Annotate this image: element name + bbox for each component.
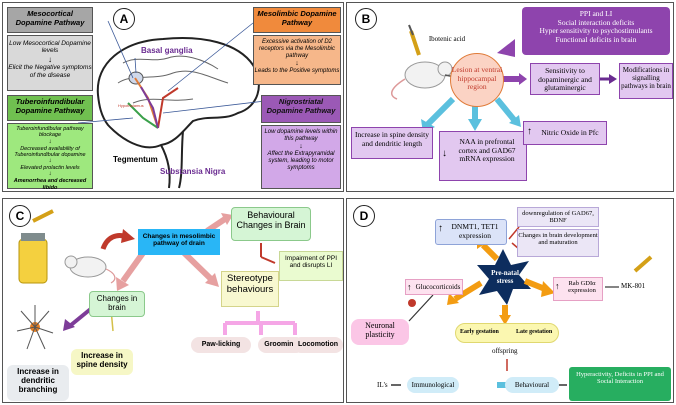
sensitivity-box: Sensitivity to dopaminergic and glutamin… xyxy=(530,63,600,95)
mesocortical-line-2: Elicit the Negative symptoms of the dise… xyxy=(8,64,92,79)
neuronal-plasticity-box: Neuronal plasticity xyxy=(351,319,409,345)
panel-c-label: C xyxy=(9,205,31,227)
rab-text: Rab GDIα expression xyxy=(568,280,596,295)
downreg-box: downregulation of GAD67, BDNF xyxy=(517,207,599,227)
immunological-box: Immunological xyxy=(407,377,459,393)
glucocorticoids-text: Glucocorticoids xyxy=(415,283,461,291)
late-gestation-label: Late gestation xyxy=(516,329,553,335)
down-arrow-icon: ↓ xyxy=(48,158,52,165)
substantia-nigra-label: Substansia Nigra xyxy=(160,167,226,176)
down-arrow-icon: ↓ xyxy=(299,142,303,150)
tubero-line-3: Elevated prolactin levels xyxy=(20,165,80,172)
naa-text: NAA in prefrontal cortex and GAD67 mRNA … xyxy=(458,137,516,164)
deficit-item: PPI and LI xyxy=(579,9,613,18)
mesolimbic-title: Mesolimbic Dopamine Pathway xyxy=(253,7,341,33)
brain-illustration xyxy=(77,20,266,189)
panel-d-label: D xyxy=(353,205,375,227)
spine-density-box: Increase in spine density xyxy=(71,349,133,375)
offspring-label: offspring xyxy=(492,347,518,355)
up-arrow-icon: ↑ xyxy=(527,126,532,137)
changes-brain-box: Changes in brain xyxy=(89,291,145,317)
nitric-box: ↑ Nitric Oxide in Pfc xyxy=(523,121,607,145)
down-arrow-icon: ↓ xyxy=(48,171,52,178)
panel-a-label: A xyxy=(113,8,135,30)
behavioural-box: Behavioural xyxy=(505,377,559,393)
lesion-node: Lesion at ventral hippocampal region xyxy=(450,53,504,107)
spine-density-box: Increase in spine density and dendritic … xyxy=(351,127,433,159)
stereo-item: Locomotion xyxy=(293,337,343,353)
tubero-title: Tuberoinfundibular Dopamine Pathway xyxy=(7,95,93,121)
stereo-item: Grooming xyxy=(258,337,304,353)
mesocortical-box: Low Mesocortical Dopamine levels ↓ Elici… xyxy=(7,35,93,91)
down-arrow-icon: ↓ xyxy=(48,54,52,64)
gestation-bar: Early gestation Late gestation xyxy=(455,323,559,343)
glucocorticoids-box: ↑ Glucocorticoids xyxy=(405,279,463,295)
panel-c: C Changes in mesolimbic pathway of drain xyxy=(2,198,344,403)
naa-box: ↓ NAA in prefrontal cortex and GAD67 mRN… xyxy=(439,131,527,181)
stereo-item: Paw-licking xyxy=(191,337,251,353)
hypothalamus-label: Hypothalamus xyxy=(118,103,144,108)
tubero-line-2: Decreased availability of Tuberoinfundib… xyxy=(14,145,86,158)
early-gestation-label: Early gestation xyxy=(460,329,499,335)
deficit-item: Functional deficits in brain xyxy=(555,34,637,44)
down-arrow-icon: ↓ xyxy=(48,138,52,145)
mesolimbic-line-1: Excessive activation of D2 receptors via… xyxy=(258,39,336,59)
changes-meso-box: Changes in mesolimbic pathway of drain xyxy=(138,229,220,255)
ils-label: IL's xyxy=(377,381,388,389)
tubero-box: Tuberoinfundibular pathway blockage ↓ De… xyxy=(7,123,93,191)
stereotype-box: Stereotype behaviours xyxy=(221,271,279,307)
ibotenic-label: Ibotenic acid xyxy=(428,35,466,43)
tubero-line-4: Amenorrhea and decreased libido xyxy=(13,178,87,191)
down-arrow-icon: ↓ xyxy=(442,148,447,159)
mesocortical-line-1: Low Mesocortical Dopamine levels xyxy=(9,40,91,55)
nigro-title: Nigrostriatal Dopamine Pathway xyxy=(261,95,341,123)
mesocortical-title: Mesocortical Dopamine Pathway xyxy=(7,7,93,33)
dendritic-box: Increase in dendritic branching xyxy=(7,365,69,401)
deficit-item: Hyper sensitivity to psychostimulants xyxy=(539,26,653,36)
panel-b-label: B xyxy=(355,8,377,30)
basal-ganglia-label: Basal ganglia xyxy=(141,46,193,55)
up-arrow-icon: ↑ xyxy=(555,281,560,291)
mesolimbic-box: Excessive activation of D2 receptors via… xyxy=(253,35,341,85)
tubero-line-1: Tuberoinfundibular pathway blockage xyxy=(16,126,84,139)
impairment-box: Impairment of PPI and disrupts LI xyxy=(279,251,343,281)
dnmt-box: ↑ DNMT1, TET1 expression xyxy=(435,219,507,245)
pre-natal-stress-label: Pre-natal stress xyxy=(491,269,519,286)
tegmentum-label: Tegmentum xyxy=(113,155,158,164)
modifications-box: Modifications in signalling pathways in … xyxy=(619,63,673,99)
nigro-line-1: Low dopamine levels within this pathway xyxy=(264,129,338,142)
deficit-item: Social interaction deficits xyxy=(557,17,635,27)
panel-d: D Pre-natal stress ↑ DNMT1, TET1 express… xyxy=(346,198,674,403)
panel-a: A Mesocortical Dopamine Pathway Low Meso… xyxy=(2,2,344,192)
deficits-box: PPI and LI Social interaction deficits H… xyxy=(522,7,670,55)
down-arrow-icon: ↓ xyxy=(295,59,299,67)
mesolimbic-line-2: Leads to the Positive symptoms xyxy=(254,67,340,74)
hyperactivity-box: Hyperactivity, Deficits in PPI and Socia… xyxy=(569,367,671,401)
mk801-label: MK-801 xyxy=(621,282,646,290)
dnmt-text: DNMT1, TET1 expression xyxy=(451,222,499,240)
panel-b: B Ibotenic acid Lesion at ventral hippoc… xyxy=(346,2,674,192)
nigro-box: Low dopamine levels within this pathway … xyxy=(261,125,341,189)
nigro-line-2: Affect the Extrapyramidal system, leadin… xyxy=(267,150,335,171)
up-arrow-icon: ↑ xyxy=(407,282,412,292)
brain-dev-box: Changes in brain development and maturat… xyxy=(517,229,599,257)
rab-box: ↑ Rab GDIα expression xyxy=(553,277,603,301)
nitric-text: Nitric Oxide in Pfc xyxy=(541,128,599,137)
panel-b-arrows xyxy=(390,24,617,133)
up-arrow-icon: ↑ xyxy=(438,223,443,234)
behavioural-box: Behavioural Changes in Brain xyxy=(231,207,311,241)
